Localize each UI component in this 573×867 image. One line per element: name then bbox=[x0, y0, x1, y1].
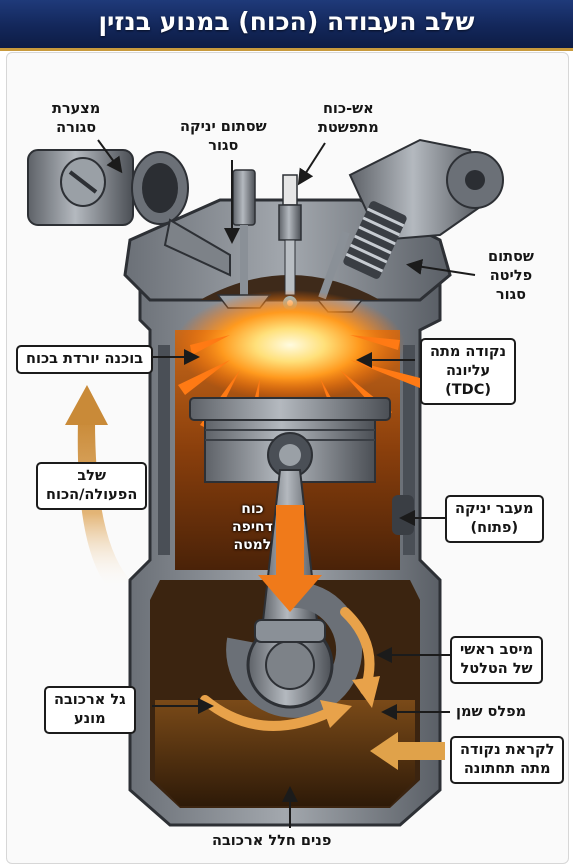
flame-icon bbox=[175, 290, 405, 400]
page-title: שלב העבודה (הכוח) במנוע בנזין bbox=[98, 7, 475, 36]
throttle-body bbox=[27, 149, 231, 277]
label-intake-port: מעבר יניקה(פתוח) bbox=[445, 495, 544, 543]
leader-lines bbox=[97, 139, 476, 828]
arrow-down-icon bbox=[258, 505, 322, 612]
label-crankcase: פנים חלל ארכובה bbox=[212, 833, 332, 849]
label-piston-down: בוכנה יורדת בכוח bbox=[16, 345, 154, 374]
label-oil-pan: מפלס שמן bbox=[456, 704, 527, 720]
bdc-arrow bbox=[370, 732, 445, 770]
rocker-assembly bbox=[343, 138, 504, 279]
crankshaft-icon bbox=[226, 581, 363, 718]
title-bar: שלב העבודה (הכוח) במנוע בנזין bbox=[0, 0, 573, 51]
